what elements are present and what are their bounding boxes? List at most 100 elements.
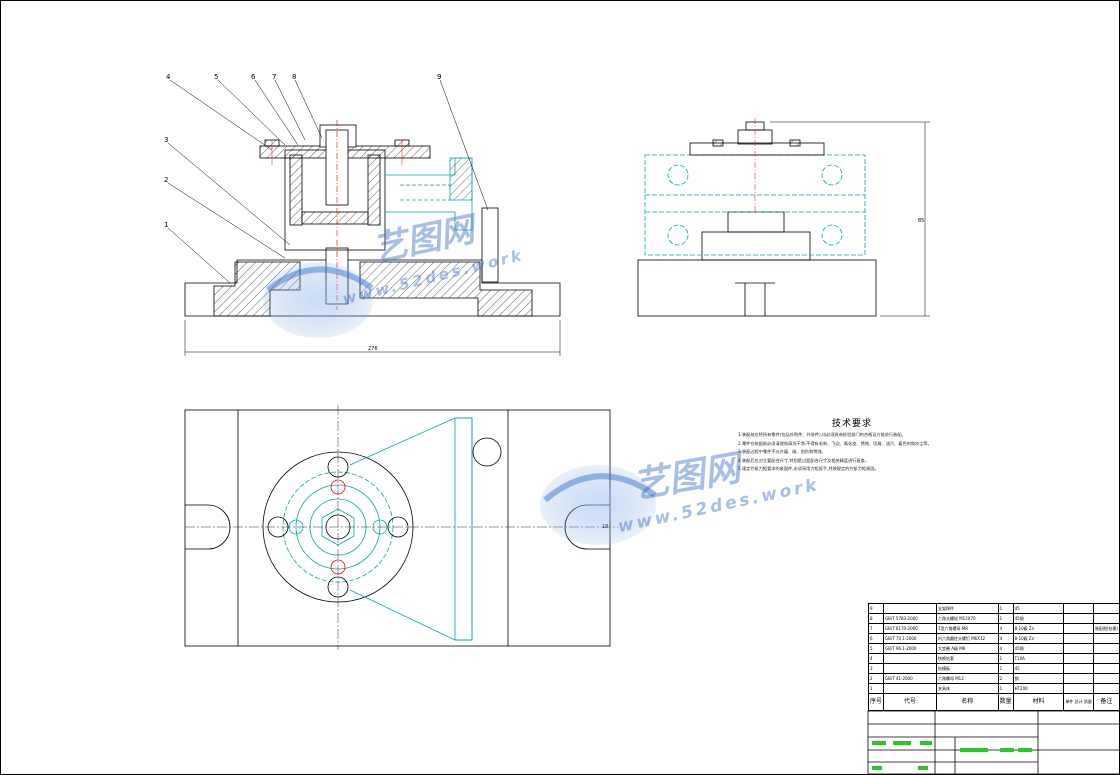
bom-cell-no: 6 [867,633,885,644]
bom-cell-qty: 2 [997,673,1014,684]
bom-cell-name: 内六角圆柱头螺钉 M6X12 [935,633,999,644]
tech-req-title: 技术要求 [831,419,872,429]
bom-cell-mat: HT200 [1012,683,1065,694]
tech-req-list: 1.装配前应将所有零件(包括外购件、外协件),均必须具有检验部门的合格证方能进行… [738,431,1038,474]
bom-cell-note [1092,663,1120,674]
bom-cell-qty: 4 [997,623,1014,634]
tech-req-line: 5.规定拧紧力矩要求的紧固件,必须采用力矩扳手,并按规定的拧紧力矩紧固。 [738,466,879,472]
bom-cell-no: 5 [867,643,885,654]
bom-cell-qty: 1 [997,663,1014,674]
front-view [167,79,561,356]
callout-9: 9 [437,73,441,81]
bom-cell-no: 7 [867,623,885,634]
bom-cell-name: 六角头螺栓 M12X70 [935,613,999,624]
bom-cell-code: GB/T 70.1-2000 [883,633,937,644]
bom-header-cell: 序号 [867,693,885,711]
title-block [867,710,1120,775]
callout-7: 7 [272,73,276,81]
bom-cell-name: 六角螺母 M12 [935,673,999,684]
bom-header-cell: 数量 [997,693,1014,711]
watermark-globe-2 [540,465,657,545]
tech-req-line: 2.零件在装配前必须清理和清洗干净,不得有毛刺、飞边、氧化皮、锈蚀、切屑、油污、… [738,440,932,446]
bom-cell-no: 4 [867,653,885,664]
bom-cell-note [1092,633,1120,644]
bom-cell-qty: 1 [997,653,1014,664]
bom-cell-code [883,603,937,614]
bom-cell-w [1063,633,1094,644]
bom-cell-qty: 1 [997,613,1014,624]
callout-1: 1 [164,221,168,229]
bom-cell-code: GB/T 41-2000 [883,673,937,684]
bom-cell-name: 支架焊件 [935,603,999,614]
bom-cell-code [883,683,937,694]
bom-cell-no: 9 [867,603,885,614]
bom-cell-qty: 4 [997,643,1014,654]
bom-cell-w [1063,663,1094,674]
bom-cell-name: 钻模板 [935,663,999,674]
bom-cell-mat: 45钢 [1012,643,1065,654]
bom-cell-w [1063,613,1094,624]
bom-cell-code [883,653,937,664]
bom-header-cell: 代号 [883,693,937,711]
callout-4: 4 [166,73,171,81]
bom-cell-qty: 1 [997,683,1014,694]
bom-cell-name: 大垫圈 A级 M6 [935,643,999,654]
bom-cell-mat: T10A [1012,653,1065,664]
bom-header-cell: 材料 [1012,693,1065,711]
bom-cell-w [1063,603,1094,614]
bom-cell-note [1092,683,1120,694]
bom-cell-code [883,663,937,674]
bom-cell-no: 3 [867,663,885,674]
bom-cell-qty: 4 [997,633,1014,644]
bom-cell-note [1092,613,1120,624]
bom-cell-note [1092,653,1120,664]
bom-cell-title: 装配图(钻模) [1092,623,1120,634]
watermark-globe-1 [263,262,374,338]
callout-6: 6 [251,73,256,81]
callout-8: 8 [292,73,296,81]
bom-cell-code: GB/T 5783-2000 [883,613,937,624]
bom-cell-code: GB/T 96.1-2000 [883,643,937,654]
bom-cell-w [1063,653,1094,664]
bom-header-cell: 名称 [935,693,999,711]
bom-cell-mat: 8-10级 Zn [1012,623,1065,634]
bom-cell-w [1063,673,1094,684]
bom-cell-w [1063,623,1094,634]
callout-5: 5 [214,73,218,81]
bom-cell-name: 1型六角螺母 M8 [935,623,999,634]
bom-cell-mat: 8-10级 Zn [1012,633,1065,644]
bom-cell-w [1063,683,1094,694]
callout-3: 3 [164,136,168,144]
dim-width: 276 [368,346,378,352]
bom-cell-name: 夹具体 [935,683,999,694]
bom-cell-code: GB/T 6170-2000 [883,623,937,634]
bom-header-cell: 单件 总计 质量 [1063,693,1094,711]
bom-header: 序号代号名称数量材料单件 总计 质量备注 [867,693,1120,711]
bom-cell-mat: 45 [1012,663,1065,674]
bom-cell-mat: 45钢 [1012,613,1065,624]
bom-cell-note [1092,603,1120,614]
tech-req-line: 3.装配过程中零件不允许磕、碰、划伤和锈蚀。 [738,449,826,455]
bom-cell-w [1063,643,1094,654]
side-view [637,118,930,317]
bom-cell-no: 1 [867,683,885,694]
bom-cell-no: 2 [867,673,885,684]
tech-req-line: 1.装配前应将所有零件(包括外购件、外协件),均必须具有检验部门的合格证方能进行… [738,432,906,437]
bom-cell-no: 8 [867,613,885,624]
callout-2: 2 [164,176,168,184]
dim-height: 85 [918,218,924,224]
bom-cell-mat: 钢 [1012,673,1065,684]
bom-cell-name: 快换钻套 [935,653,999,664]
tech-req-line: 4.装配后应对主要配合尺寸,特别是过盈配合尺寸及相关精度进行复查。 [738,457,869,463]
bom-cell-note [1092,643,1120,654]
